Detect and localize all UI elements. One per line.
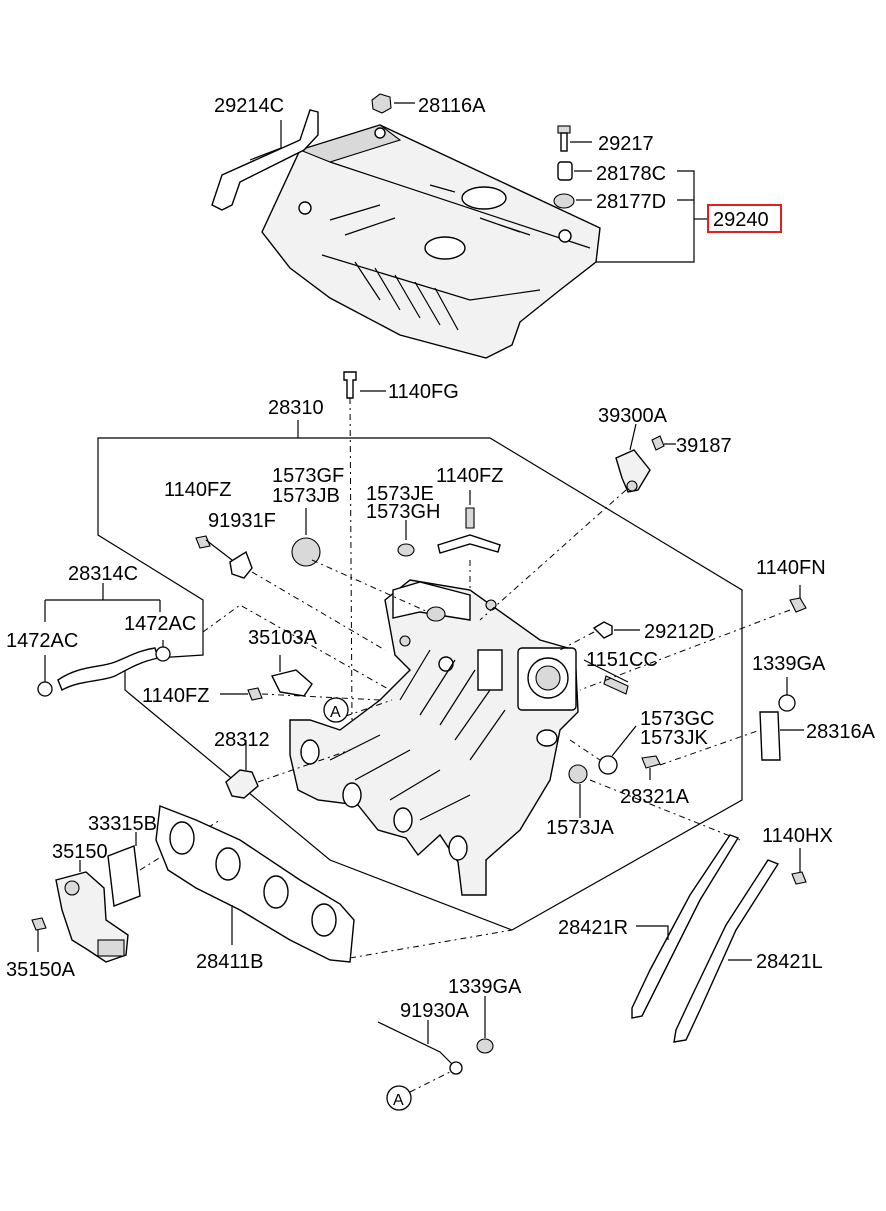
ref-circle-A-bottom <box>386 1085 412 1111</box>
label-1573JE[interactable]: 1573JE <box>366 483 434 505</box>
sensor-39300A-drawing <box>615 449 651 493</box>
label-29217[interactable]: 29217 <box>598 133 654 155</box>
ref-label-A-bottom: A <box>393 1092 404 1109</box>
label-1573JB[interactable]: 1573JB <box>272 485 340 507</box>
ref-circle-A-top <box>323 697 349 723</box>
bolt-1140FZ-left-drawing <box>195 535 211 549</box>
label-1573JK[interactable]: 1573JK <box>640 727 708 749</box>
label-28421L[interactable]: 28421L <box>756 951 823 973</box>
grommet-1339GA-bottom-drawing <box>476 1038 494 1054</box>
highlight-box-29240 <box>707 204 782 233</box>
label-33315B[interactable]: 33315B <box>88 813 157 835</box>
bolt-1140FZ-top-drawing <box>465 507 475 529</box>
label-28116A[interactable]: 28116A <box>418 95 486 117</box>
label-1472AC-right[interactable]: 1472AC <box>124 613 196 635</box>
bolt-1140HX-drawing <box>791 871 807 885</box>
label-1339GA-bottom[interactable]: 1339GA <box>448 976 522 998</box>
label-28316A[interactable]: 28316A <box>806 721 876 743</box>
label-1140FZ-top[interactable]: 1140FZ <box>436 465 503 487</box>
label-28314C[interactable]: 28314C <box>68 563 138 585</box>
label-91930A[interactable]: 91930A <box>400 1000 470 1022</box>
label-29240[interactable]: 29240 <box>713 209 769 231</box>
bolt-35150A-drawing <box>31 917 47 931</box>
label-28421R[interactable]: 28421R <box>558 917 628 939</box>
plug-1573JA-drawing <box>568 764 588 784</box>
hose-28314C-drawing <box>57 647 159 691</box>
part-labels: 29214C 28116A 29217 28178C 28177D 29240 … <box>6 95 876 1109</box>
label-91931F[interactable]: 91931F <box>208 510 276 532</box>
engine-cover-drawing <box>261 124 601 359</box>
stay-28421L-drawing <box>673 859 780 1043</box>
clamp-1472AC-right-drawing <box>155 646 171 662</box>
clip-91931F-drawing <box>229 550 253 579</box>
seal-1573GC-drawing <box>598 755 618 775</box>
grommet-1339GA-right-drawing <box>778 694 796 712</box>
bracket-1140FZ-top-drawing <box>437 534 501 554</box>
label-1573GH[interactable]: 1573GH <box>366 501 441 523</box>
label-1140HX[interactable]: 1140HX <box>762 825 833 847</box>
label-28411B[interactable]: 28411B <box>196 951 263 973</box>
label-1573GF[interactable]: 1573GF <box>272 465 344 487</box>
label-1472AC-left[interactable]: 1472AC <box>6 630 78 652</box>
sensor-28321A-drawing <box>641 755 661 769</box>
clamp-1472AC-left-drawing <box>37 681 53 697</box>
label-1140FZ-left[interactable]: 1140FZ <box>164 479 231 501</box>
label-28321A[interactable]: 28321A <box>620 786 690 808</box>
bushing-28178C-drawing <box>557 161 573 181</box>
label-28312[interactable]: 28312 <box>214 729 270 751</box>
ref-label-A-top: A <box>330 704 341 721</box>
bracket-35103A-drawing <box>270 669 313 697</box>
label-35150A[interactable]: 35150A <box>6 959 76 981</box>
sensor-28312-drawing <box>225 769 259 799</box>
label-28177D[interactable]: 28177D <box>596 191 666 213</box>
label-35103A[interactable]: 35103A <box>248 627 318 649</box>
bolt-1140FZ-mid-drawing <box>247 687 263 701</box>
label-29214C[interactable]: 29214C <box>214 95 284 117</box>
bracket-29214C-drawing <box>211 109 319 211</box>
bolt-1140FN-drawing <box>789 597 807 613</box>
label-39300A[interactable]: 39300A <box>598 405 668 427</box>
wire-91930A-drawing <box>377 1021 453 1065</box>
stay-28421R-drawing <box>631 834 740 1019</box>
gasket-28411B-drawing <box>155 805 355 963</box>
label-1151CC[interactable]: 1151CC <box>586 649 658 671</box>
assembly-outline-28310 <box>97 437 743 931</box>
nipple-29212D-drawing <box>592 621 613 639</box>
label-1140FN[interactable]: 1140FN <box>756 557 826 579</box>
label-35150[interactable]: 35150 <box>52 841 108 863</box>
label-29212D[interactable]: 29212D <box>644 621 714 643</box>
bolt-1140FG-drawing <box>343 371 357 399</box>
label-39187[interactable]: 39187 <box>676 435 732 457</box>
label-28178C[interactable]: 28178C <box>596 163 666 185</box>
label-1339GA-right[interactable]: 1339GA <box>752 653 826 675</box>
stud-1151CC-drawing <box>603 675 629 695</box>
label-1140FZ-mid[interactable]: 1140FZ <box>142 685 209 707</box>
intake-manifold-drawing <box>289 579 579 896</box>
label-1573GC[interactable]: 1573GC <box>640 708 715 730</box>
label-28310[interactable]: 28310 <box>268 397 324 419</box>
label-1140FG[interactable]: 1140FG <box>388 381 459 403</box>
bolt-29217-drawing <box>557 125 571 152</box>
bolt-39187-drawing <box>651 435 665 451</box>
grommet-28177D-drawing <box>553 193 575 209</box>
nut-28116A-drawing <box>371 93 392 114</box>
plug-1573GF-drawing <box>291 537 321 567</box>
gasket-33315B-drawing <box>107 845 141 907</box>
idle-valve-35150-drawing <box>55 871 129 963</box>
plug-1573JE-drawing <box>397 543 415 557</box>
label-1573JA[interactable]: 1573JA <box>546 817 614 839</box>
bracket-28316A-drawing <box>759 711 781 761</box>
